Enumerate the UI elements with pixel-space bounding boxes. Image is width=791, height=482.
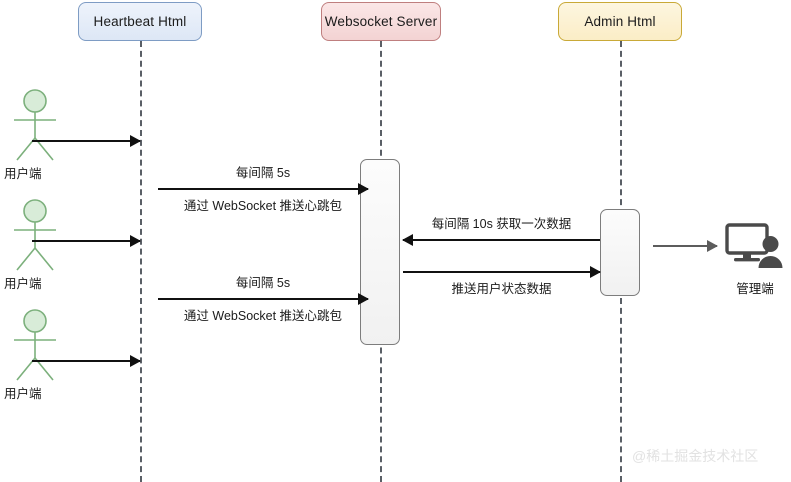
admin-terminal[interactable]: 管理端	[725, 222, 785, 297]
monitor-user-icon	[725, 223, 783, 268]
message-ws-heartbeat-1-caption-top: 每间隔 5s	[235, 166, 291, 180]
arrow-line	[158, 188, 368, 190]
participant-admin-html-label: Admin Html	[584, 14, 656, 29]
arrow-head-right-icon	[358, 293, 369, 305]
arrow-head-right-icon	[130, 235, 141, 247]
message-ws-heartbeat-2-caption-top: 每间隔 5s	[235, 276, 291, 290]
arrow-head-right-icon	[130, 135, 141, 147]
participant-websocket-server[interactable]: Websocket Server	[321, 2, 441, 41]
actor-client-2-label: 用户端	[4, 277, 42, 291]
participant-admin-html[interactable]: Admin Html	[558, 2, 682, 41]
actor-client-1-label: 用户端	[4, 167, 42, 181]
participant-heartbeat-html[interactable]: Heartbeat Html	[78, 2, 202, 41]
arrow-head-left-icon	[402, 234, 413, 246]
actor-client-1[interactable]: 用户端	[4, 88, 78, 182]
activation-bar-admin-html	[600, 209, 640, 296]
arrow-line	[403, 271, 600, 273]
watermark: @稀土掘金技术社区	[632, 448, 759, 464]
actor-client-3-label: 用户端	[4, 387, 42, 401]
arrow-line	[32, 240, 140, 242]
message-push-user-status-caption-bottom: 推送用户状态数据	[451, 282, 552, 296]
stick-figure-icon	[6, 198, 64, 272]
actor-client-2[interactable]: 用户端	[4, 198, 78, 292]
arrow-line	[158, 298, 368, 300]
arrow-head-right-icon	[358, 183, 369, 195]
arrow-head-right-icon	[590, 266, 601, 278]
arrow-line	[32, 360, 140, 362]
arrow-head-right-icon	[707, 240, 718, 252]
arrow-line	[403, 239, 600, 241]
message-ws-heartbeat-1-caption-bottom: 通过 WebSocket 推送心跳包	[183, 199, 343, 213]
actor-client-3[interactable]: 用户端	[4, 308, 78, 402]
arrow-head-right-icon	[130, 355, 141, 367]
participant-heartbeat-html-label: Heartbeat Html	[93, 14, 187, 29]
admin-terminal-label: 管理端	[736, 282, 774, 296]
message-admin-poll-caption-top: 每间隔 10s 获取一次数据	[431, 217, 572, 231]
stick-figure-icon	[6, 308, 64, 382]
arrow-line	[653, 245, 717, 247]
stick-figure-icon	[6, 88, 64, 162]
arrow-line	[32, 140, 140, 142]
message-ws-heartbeat-2-caption-bottom: 通过 WebSocket 推送心跳包	[183, 309, 343, 323]
participant-websocket-server-label: Websocket Server	[324, 14, 438, 29]
lifeline-heartbeat-html	[140, 41, 142, 482]
